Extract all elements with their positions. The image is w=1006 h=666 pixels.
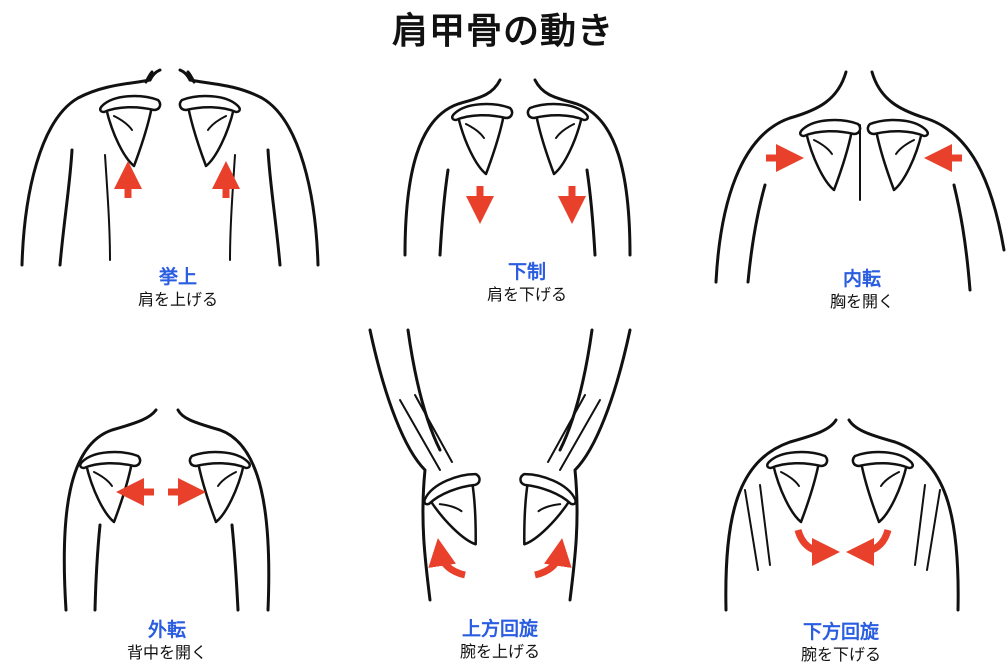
diagram-title: 肩甲骨の動き [391,11,614,52]
panel-depression-label: 下制 肩を下げる [427,260,627,306]
panel-adduction-figure [714,70,1006,292]
panel-upward-rotation-label: 上方回旋 腕を上げる [400,617,600,663]
panel-abduction-label: 外転 背中を開く [67,618,267,664]
arrow-curved-downward-left [794,528,840,566]
movement-description: 胸を開く [829,292,894,311]
movement-name: 外転 [147,619,186,641]
arrow-curved-downward-right [846,528,892,566]
movement-description: 肩を下げる [486,285,567,304]
arrow-curved-upward-right [534,538,572,579]
movement-description: 背中を開く [126,643,207,662]
movement-name: 上方回旋 [461,618,538,640]
movement-name: 内転 [842,268,881,290]
panel-adduction-label: 内転 胸を開く [762,267,962,313]
panel-upward-rotation-figure [368,328,632,602]
movement-description: 腕を下げる [800,645,881,664]
panel-downward-rotation-label: 下方回旋 腕を下げる [741,620,941,666]
movement-name: 挙上 [158,266,197,288]
panel-elevation-label: 挙上 肩を上げる [78,265,278,311]
movement-name: 下方回旋 [802,621,879,643]
panel-abduction-figure [62,408,271,612]
arrow-curved-upward-left [428,538,466,579]
panel-downward-rotation-figure [724,418,960,612]
panel-elevation-figure [20,68,320,267]
movement-name: 下制 [507,261,546,283]
panel-depression-figure [403,78,632,257]
movement-description: 肩を上げる [137,290,218,309]
movement-description: 腕を上げる [459,642,540,661]
